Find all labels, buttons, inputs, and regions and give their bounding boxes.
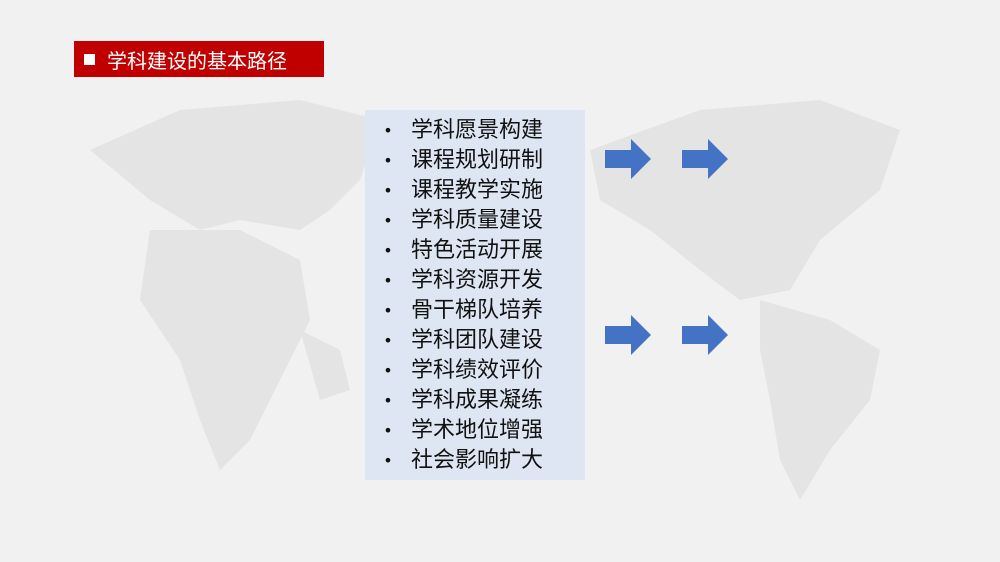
list-item-text: 学科资源开发 (411, 268, 544, 293)
list-item-text: 学科团队建设 (411, 328, 544, 353)
bullet-icon: • (383, 151, 393, 170)
list-item: • 特色活动开展 (365, 236, 585, 266)
list-item: • 骨干梯队培养 (365, 296, 585, 326)
list-item: • 学科愿景构建 (365, 116, 585, 146)
list-item: • 学术地位增强 (365, 416, 585, 446)
list-item: • 学科质量建设 (365, 206, 585, 236)
list-item-text: 学科成果凝练 (411, 388, 544, 413)
list-item-text: 学科绩效评价 (411, 358, 544, 383)
list-item: • 学科资源开发 (365, 266, 585, 296)
list-item: • 学科成果凝练 (365, 386, 585, 416)
list-item: • 学科绩效评价 (365, 356, 585, 386)
list-item-text: 社会影响扩大 (411, 448, 544, 473)
bullet-icon: • (383, 421, 393, 440)
bullet-icon: • (383, 331, 393, 350)
right-arrow-icon (605, 315, 651, 355)
path-list-box: • 学科愿景构建 • 课程规划研制 • 课程教学实施 • 学科质量建设 • 特色活动开展 • 学科资源… (365, 110, 585, 480)
right-arrow-icon (682, 139, 728, 179)
list-item: • 课程规划研制 (365, 146, 585, 176)
right-arrow-icon (682, 315, 728, 355)
right-arrow-icon (605, 139, 651, 179)
bullet-icon: • (383, 361, 393, 380)
list-item-text: 学科质量建设 (411, 208, 544, 233)
bullet-icon: • (383, 211, 393, 230)
list-item-text: 课程教学实施 (411, 178, 544, 203)
list-item: • 社会影响扩大 (365, 446, 585, 476)
list-item-text: 课程规划研制 (411, 148, 544, 173)
list-item-text: 学术地位增强 (411, 418, 544, 443)
list-item-text: 骨干梯队培养 (411, 298, 544, 323)
bullet-icon: • (383, 301, 393, 320)
slide-title-text: 学科建设的基本路径 (107, 48, 287, 73)
bullet-icon: • (383, 391, 393, 410)
list-item: • 课程教学实施 (365, 176, 585, 206)
bullet-icon: • (383, 181, 393, 200)
square-bullet-icon (84, 53, 95, 65)
bullet-icon: • (383, 271, 393, 290)
list-item-text: 特色活动开展 (411, 238, 544, 263)
bullet-icon: • (383, 121, 393, 140)
list-item: • 学科团队建设 (365, 326, 585, 356)
slide-title: 学科建设的基本路径 (74, 41, 324, 77)
bullet-icon: • (383, 451, 393, 470)
bullet-icon: • (383, 241, 393, 260)
list-item-text: 学科愿景构建 (411, 118, 544, 143)
